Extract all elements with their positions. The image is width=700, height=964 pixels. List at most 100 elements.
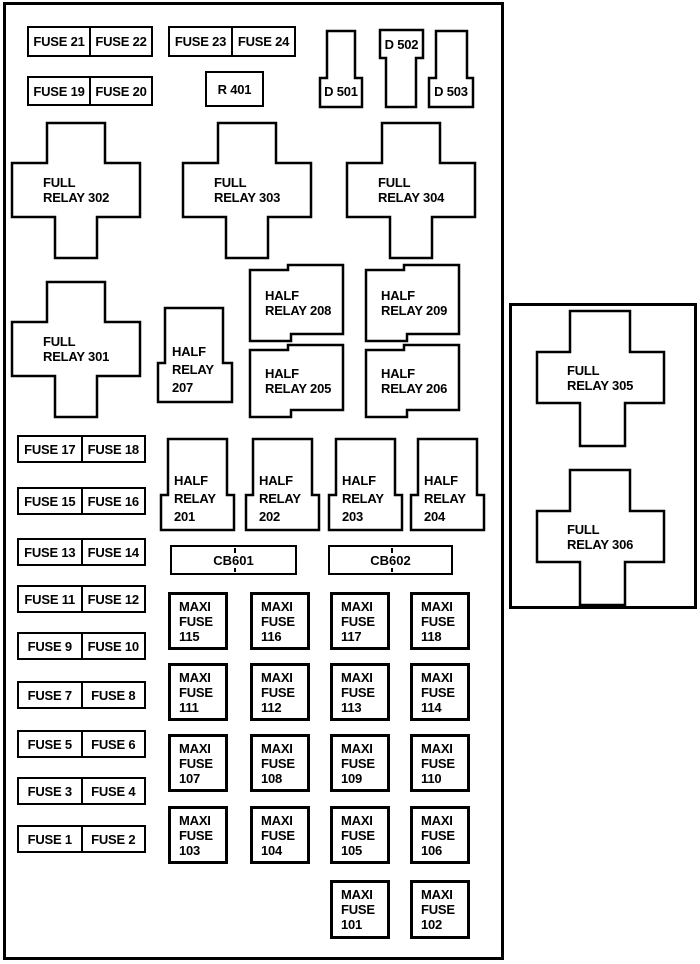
relay-r401: R 401 bbox=[205, 71, 264, 107]
fuse-8: FUSE 8 bbox=[80, 683, 145, 707]
full-relay-304-shape bbox=[345, 121, 477, 260]
diode-d501-label: D 501 bbox=[324, 84, 358, 99]
half-relay-207: HALF RELAY 207 bbox=[156, 306, 234, 404]
half-relay-205-label: HALF RELAY 205 bbox=[265, 366, 332, 396]
maxi-fuse-114-label: MAXI FUSE 114 bbox=[421, 669, 455, 715]
half-relay-204-label: HALF RELAY 204 bbox=[424, 473, 466, 524]
full-relay-303-shape bbox=[181, 121, 313, 260]
full-relay-306-label: FULL RELAY 306 bbox=[567, 521, 634, 552]
maxi-fuse-115: MAXI FUSE 115 bbox=[168, 592, 228, 650]
fuse-16: FUSE 16 bbox=[80, 489, 145, 513]
maxi-fuse-118: MAXI FUSE 118 bbox=[410, 592, 470, 650]
maxi-fuse-101-label: MAXI FUSE 101 bbox=[341, 887, 375, 932]
maxi-fuse-110-label: MAXI FUSE 110 bbox=[421, 740, 455, 786]
fuse-21: FUSE 21 bbox=[33, 34, 85, 49]
fuse-24: FUSE 24 bbox=[231, 28, 294, 55]
full-relay-306: FULL RELAY 306 bbox=[535, 468, 666, 607]
diode-d503-label: D 503 bbox=[434, 84, 468, 99]
half-relay-209: HALF RELAY 209 bbox=[364, 263, 461, 343]
fuse-5: FUSE 5 bbox=[27, 736, 73, 752]
fuse-pair-19-20: FUSE 19 FUSE 20 bbox=[27, 76, 153, 106]
fuse-pair-23-24: FUSE 23 FUSE 24 bbox=[168, 26, 296, 57]
fuse-7: FUSE 7 bbox=[27, 687, 73, 703]
fuse-13: FUSE 13 bbox=[24, 544, 76, 560]
fuse-pair-15-16: FUSE 15 FUSE 16 bbox=[17, 487, 146, 515]
half-relay-203-shape bbox=[327, 437, 404, 532]
maxi-fuse-105: MAXI FUSE 105 bbox=[330, 806, 390, 864]
maxi-fuse-104: MAXI FUSE 104 bbox=[250, 806, 310, 864]
fuse-pair-21-22: FUSE 21 FUSE 22 bbox=[27, 26, 153, 57]
fuse-14: FUSE 14 bbox=[80, 540, 145, 564]
full-relay-305-shape bbox=[535, 309, 666, 448]
maxi-fuse-109-label: MAXI FUSE 109 bbox=[341, 740, 375, 786]
maxi-fuse-108-label: MAXI FUSE 108 bbox=[261, 740, 295, 786]
maxi-fuse-114: MAXI FUSE 114 bbox=[410, 663, 470, 721]
maxi-fuse-102-label: MAXI FUSE 102 bbox=[421, 887, 455, 932]
half-relay-201-shape bbox=[159, 437, 236, 532]
maxi-fuse-107-label: MAXI FUSE 107 bbox=[179, 740, 213, 786]
maxi-fuse-110: MAXI FUSE 110 bbox=[410, 734, 470, 792]
maxi-fuse-111: MAXI FUSE 111 bbox=[168, 663, 228, 721]
half-relay-202-shape bbox=[244, 437, 321, 532]
half-relay-208-shape bbox=[248, 263, 345, 343]
half-relay-208-label: HALF RELAY 208 bbox=[265, 288, 332, 318]
circuit-breaker-cb601: CB601 bbox=[170, 545, 297, 575]
maxi-fuse-103-label: MAXI FUSE 103 bbox=[179, 812, 213, 858]
full-relay-303: FULL RELAY 303 bbox=[181, 121, 313, 260]
diode-d501: D 501 bbox=[318, 29, 364, 109]
half-relay-202-label: HALF RELAY 202 bbox=[259, 473, 301, 524]
half-relay-205-shape bbox=[248, 343, 345, 419]
full-relay-303-label: FULL RELAY 303 bbox=[214, 175, 281, 205]
full-relay-301-shape bbox=[10, 280, 142, 419]
maxi-fuse-104-label: MAXI FUSE 104 bbox=[261, 812, 295, 858]
half-relay-207-label: HALF RELAY 207 bbox=[172, 344, 214, 395]
maxi-fuse-108: MAXI FUSE 108 bbox=[250, 734, 310, 792]
maxi-fuse-117: MAXI FUSE 117 bbox=[330, 592, 390, 650]
maxi-fuse-102: MAXI FUSE 102 bbox=[410, 880, 470, 939]
half-relay-206-shape bbox=[364, 343, 461, 419]
maxi-fuse-105-label: MAXI FUSE 105 bbox=[341, 812, 375, 858]
diode-d503-shape bbox=[427, 29, 475, 109]
maxi-fuse-115-label: MAXI FUSE 115 bbox=[179, 598, 213, 644]
maxi-fuse-113-label: MAXI FUSE 113 bbox=[341, 669, 375, 715]
half-relay-209-label: HALF RELAY 209 bbox=[381, 288, 448, 318]
full-relay-304-label: FULL RELAY 304 bbox=[378, 175, 445, 205]
maxi-fuse-116-label: MAXI FUSE 116 bbox=[261, 598, 295, 644]
half-relay-209-shape bbox=[364, 263, 461, 343]
maxi-fuse-112-label: MAXI FUSE 112 bbox=[261, 669, 295, 715]
fuse-9: FUSE 9 bbox=[27, 638, 73, 654]
circuit-breaker-cb602: CB602 bbox=[328, 545, 453, 575]
half-relay-204: HALF RELAY 204 bbox=[409, 437, 486, 532]
half-relay-201: HALF RELAY 201 bbox=[159, 437, 236, 532]
half-relay-206-label: HALF RELAY 206 bbox=[381, 366, 448, 396]
fuse-19: FUSE 19 bbox=[33, 83, 85, 99]
half-relay-208: HALF RELAY 208 bbox=[248, 263, 345, 343]
maxi-fuse-112: MAXI FUSE 112 bbox=[250, 663, 310, 721]
maxi-fuse-118-label: MAXI FUSE 118 bbox=[421, 598, 455, 644]
fuse-18: FUSE 18 bbox=[80, 437, 145, 461]
half-relay-207-shape bbox=[156, 306, 234, 404]
fuse-pair-7-8: FUSE 7 FUSE 8 bbox=[17, 681, 146, 709]
fuse-pair-13-14: FUSE 13 FUSE 14 bbox=[17, 538, 146, 566]
maxi-fuse-117-label: MAXI FUSE 117 bbox=[341, 598, 375, 644]
maxi-fuse-106-label: MAXI FUSE 106 bbox=[421, 812, 455, 858]
full-relay-304: FULL RELAY 304 bbox=[345, 121, 477, 260]
full-relay-305: FULL RELAY 305 bbox=[535, 309, 666, 448]
fuse-6: FUSE 6 bbox=[80, 732, 145, 756]
half-relay-205: HALF RELAY 205 bbox=[248, 343, 345, 419]
fuse-2: FUSE 2 bbox=[80, 827, 145, 851]
fuse-pair-1-2: FUSE 1 FUSE 2 bbox=[17, 825, 146, 853]
maxi-fuse-113: MAXI FUSE 113 bbox=[330, 663, 390, 721]
diode-d503: D 503 bbox=[427, 29, 475, 109]
maxi-fuse-111-label: MAXI FUSE 111 bbox=[179, 669, 213, 715]
relay-r401-label: R 401 bbox=[217, 81, 252, 97]
maxi-fuse-106: MAXI FUSE 106 bbox=[410, 806, 470, 864]
cb601-label: CB601 bbox=[209, 552, 258, 568]
fuse-pair-17-18: FUSE 17 FUSE 18 bbox=[17, 435, 146, 463]
half-relay-203: HALF RELAY 203 bbox=[327, 437, 404, 532]
cb602-label: CB602 bbox=[366, 552, 415, 568]
fuse-pair-11-12: FUSE 11 FUSE 12 bbox=[17, 585, 146, 613]
full-relay-302-shape bbox=[10, 121, 142, 260]
fuse-10: FUSE 10 bbox=[80, 634, 145, 658]
